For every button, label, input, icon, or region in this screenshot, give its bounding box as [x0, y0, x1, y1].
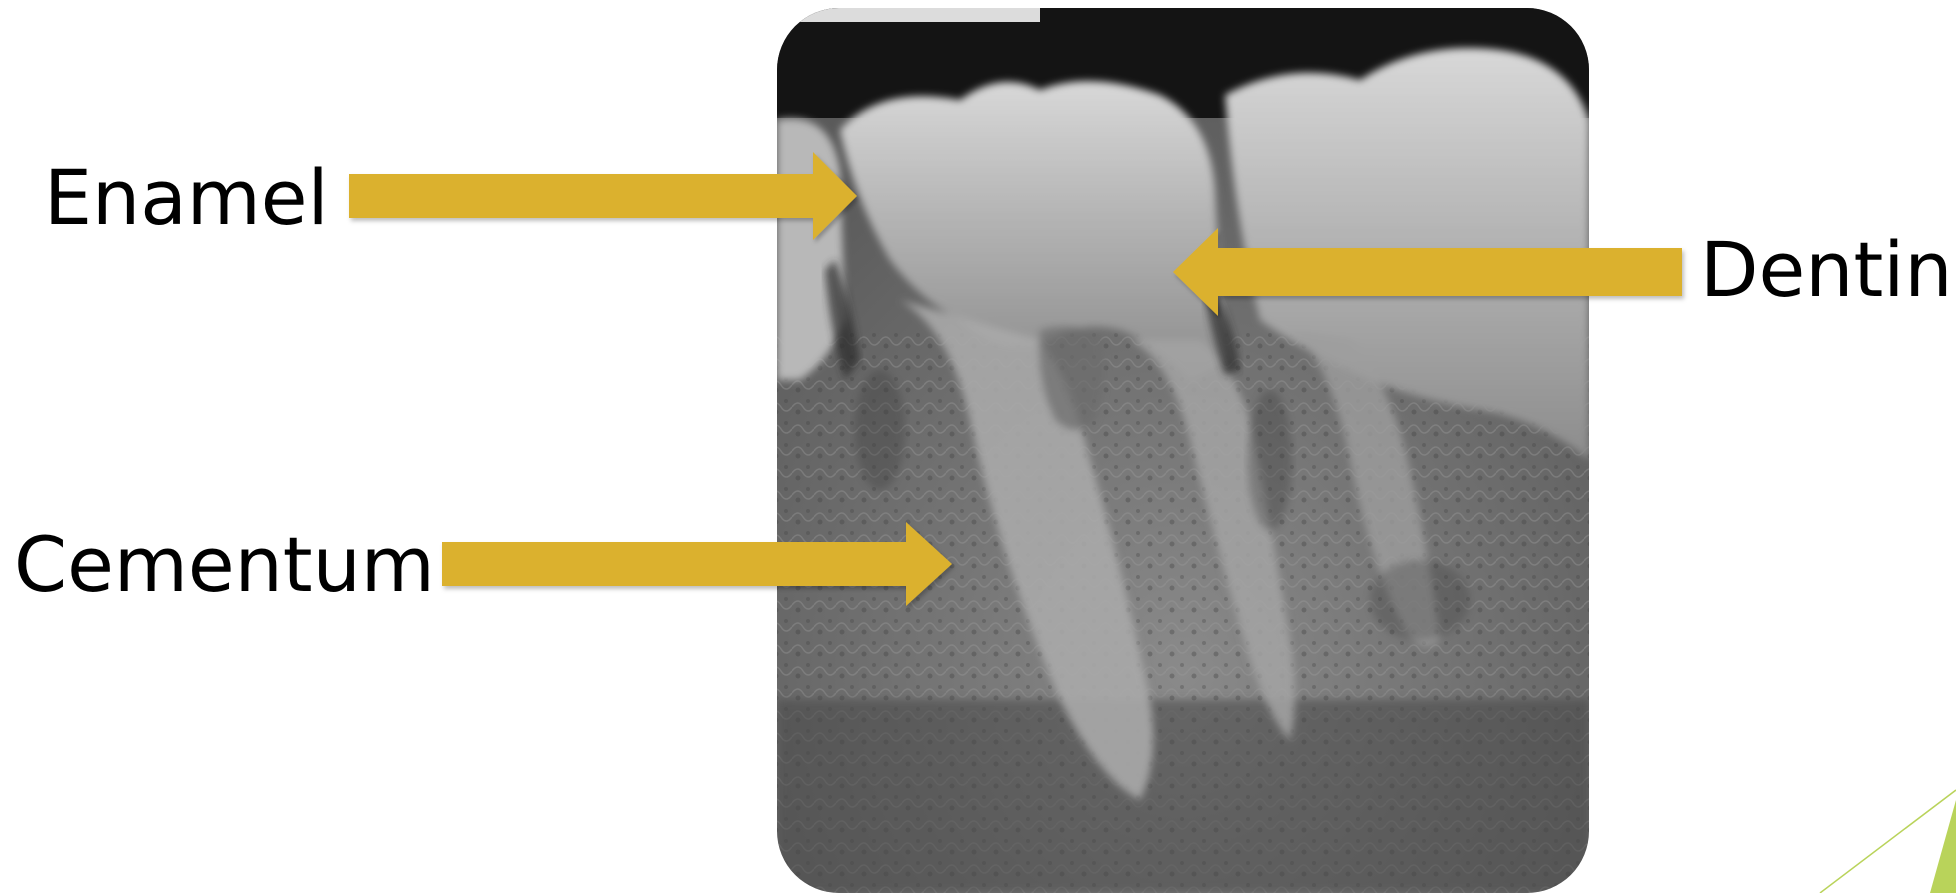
label-dentin: Dentin	[1700, 232, 1953, 308]
label-cementum: Cementum	[14, 527, 435, 603]
label-enamel: Enamel	[44, 160, 329, 236]
corner-accent-shape	[1820, 790, 1956, 893]
dental-xray-image	[777, 8, 1589, 893]
